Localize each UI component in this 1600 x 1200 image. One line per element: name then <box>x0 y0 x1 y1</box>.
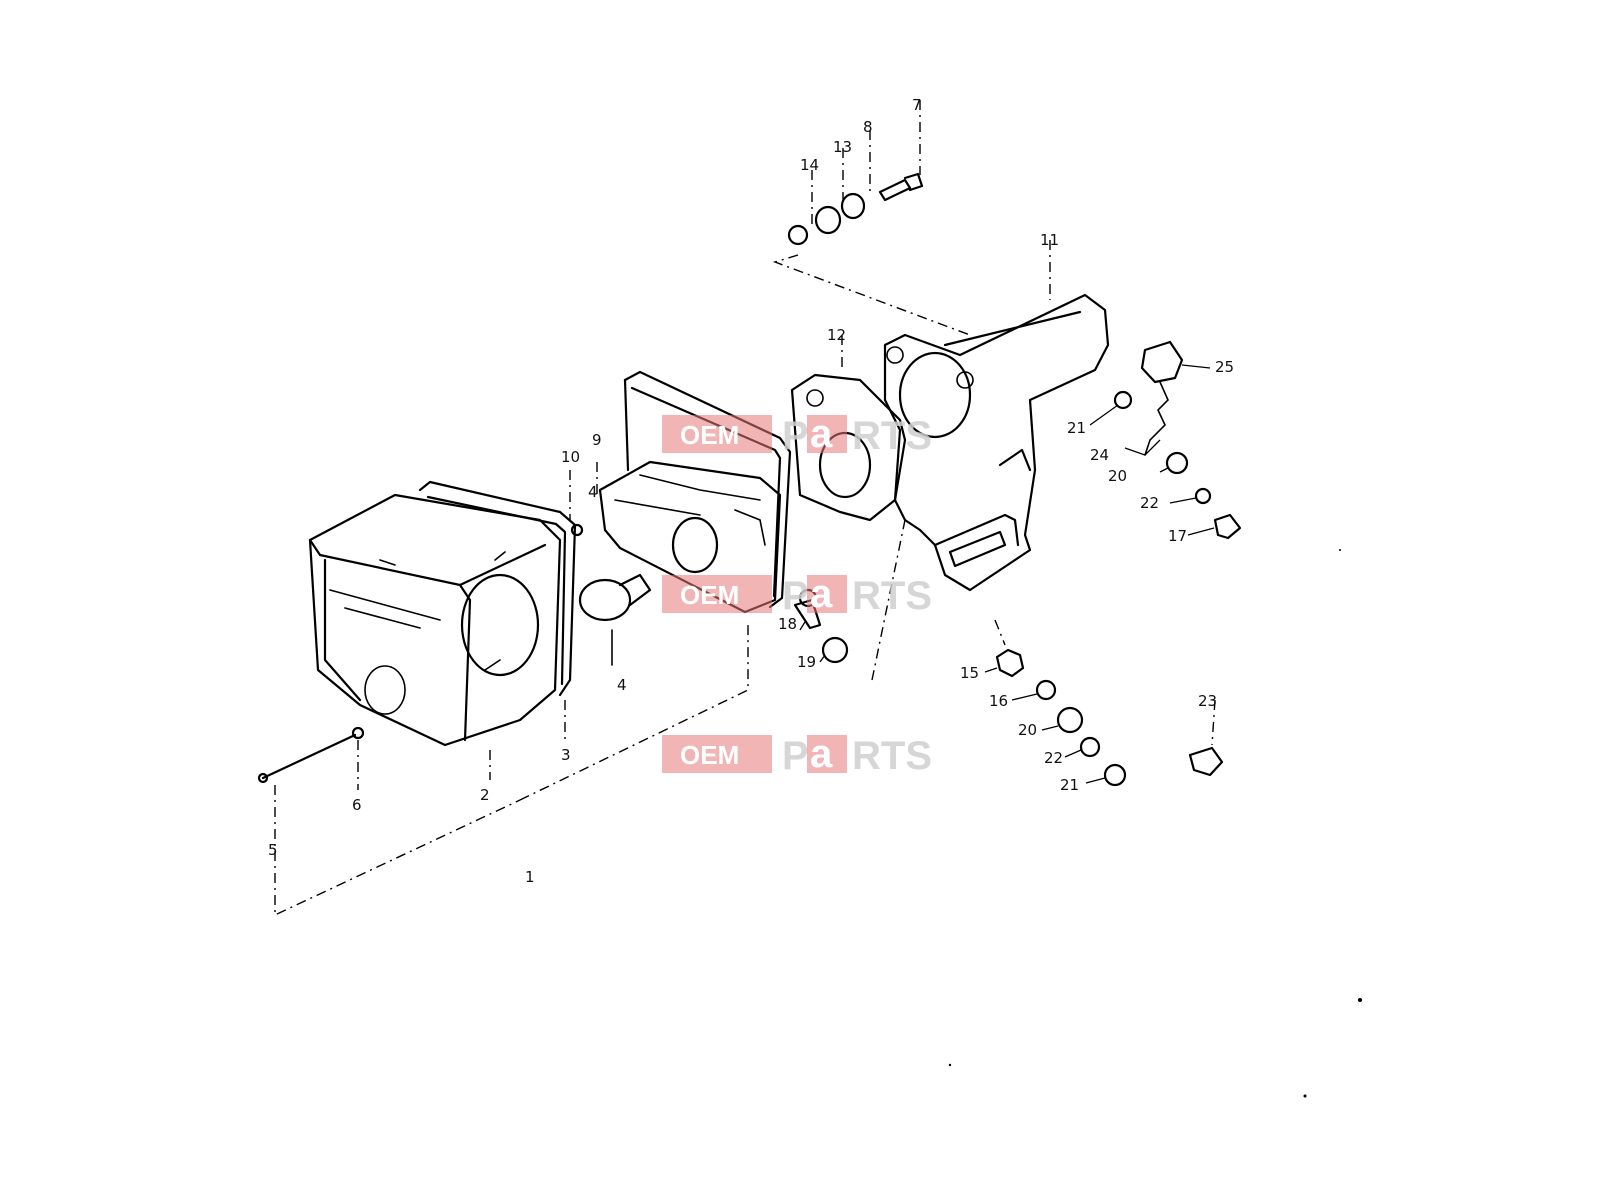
washer-16 <box>1035 679 1057 701</box>
lamp-housing <box>308 493 562 747</box>
specks <box>948 549 1362 1098</box>
svg-text:OEM: OEM <box>680 420 739 450</box>
washer-22b <box>1079 736 1101 758</box>
svg-text:a: a <box>810 732 833 776</box>
washer-20a <box>1165 451 1189 475</box>
watermark-2: OEM P a RTS <box>662 572 932 618</box>
screw-18 <box>793 598 822 630</box>
callout: 4 <box>588 483 598 501</box>
watermark: OEM P a RTS OEM P a RTS OEM P a RTS <box>662 412 932 778</box>
callout: 4 <box>617 676 627 694</box>
washer-10 <box>570 523 584 537</box>
screw-5-head <box>257 772 269 784</box>
watermark-1: OEM P a RTS <box>662 412 932 458</box>
leader-lines <box>799 364 1215 784</box>
bolt-17 <box>1213 513 1242 540</box>
callout: 13 <box>833 138 852 156</box>
svg-text:OEM: OEM <box>680 580 739 610</box>
callout: 21 <box>1060 776 1079 794</box>
callout: 7 <box>912 96 922 114</box>
callout: 17 <box>1168 527 1187 545</box>
nut-21b <box>1103 763 1127 787</box>
lamp-base-frame <box>623 370 792 609</box>
washer-19 <box>821 636 849 664</box>
lamp-unit <box>598 460 782 614</box>
callout: 22 <box>1044 749 1063 767</box>
watermark-3: OEM P a RTS <box>662 732 932 778</box>
fasteners <box>257 172 1242 787</box>
callout: 9 <box>592 431 602 449</box>
washer-20b <box>1056 706 1084 734</box>
svg-text:P: P <box>782 414 809 458</box>
svg-text:a: a <box>810 572 833 616</box>
callout: 25 <box>1215 358 1234 376</box>
svg-text:P: P <box>782 734 809 778</box>
cap-25 <box>1140 340 1184 384</box>
lamp-gasket <box>418 480 577 697</box>
svg-text:RTS: RTS <box>852 574 932 618</box>
washer-8 <box>840 192 866 220</box>
callout: 8 <box>863 118 873 136</box>
callout: 11 <box>1040 231 1059 249</box>
callout: 6 <box>352 796 362 814</box>
callout: 10 <box>561 448 580 466</box>
grommet-23 <box>1188 746 1224 777</box>
nut-21a <box>1113 390 1133 410</box>
callout: 5 <box>268 841 278 859</box>
callout: 3 <box>561 746 571 764</box>
callout: 20 <box>1018 721 1037 739</box>
assembly-lines <box>274 100 1216 917</box>
washer-13 <box>814 205 842 235</box>
callout: 18 <box>778 615 797 633</box>
callout: 20 <box>1108 467 1127 485</box>
callout: 2 <box>480 786 490 804</box>
nut-14 <box>787 224 809 246</box>
svg-text:RTS: RTS <box>852 734 932 778</box>
callout: 19 <box>797 653 816 671</box>
washer-6 <box>351 726 365 740</box>
washer-22a <box>1194 487 1212 505</box>
callout: 15 <box>960 664 979 682</box>
callout: 23 <box>1198 692 1217 710</box>
callout: 24 <box>1090 446 1109 464</box>
screw-5 <box>261 733 357 780</box>
bulb <box>578 573 652 666</box>
bolt-7 <box>878 172 924 202</box>
svg-text:a: a <box>810 412 833 456</box>
mounting-bracket <box>883 293 1110 592</box>
svg-text:RTS: RTS <box>852 414 932 458</box>
callout: 14 <box>800 156 819 174</box>
callout-labels: 1 2 3 4 4 5 6 7 8 9 10 11 12 13 14 15 16… <box>268 96 1234 886</box>
callout: 12 <box>827 326 846 344</box>
callout: 22 <box>1140 494 1159 512</box>
nut-15 <box>995 648 1025 678</box>
callout: 1 <box>525 868 535 886</box>
callout: 21 <box>1067 419 1086 437</box>
svg-text:P: P <box>782 574 809 618</box>
svg-text:OEM: OEM <box>680 740 739 770</box>
callout: 16 <box>989 692 1008 710</box>
